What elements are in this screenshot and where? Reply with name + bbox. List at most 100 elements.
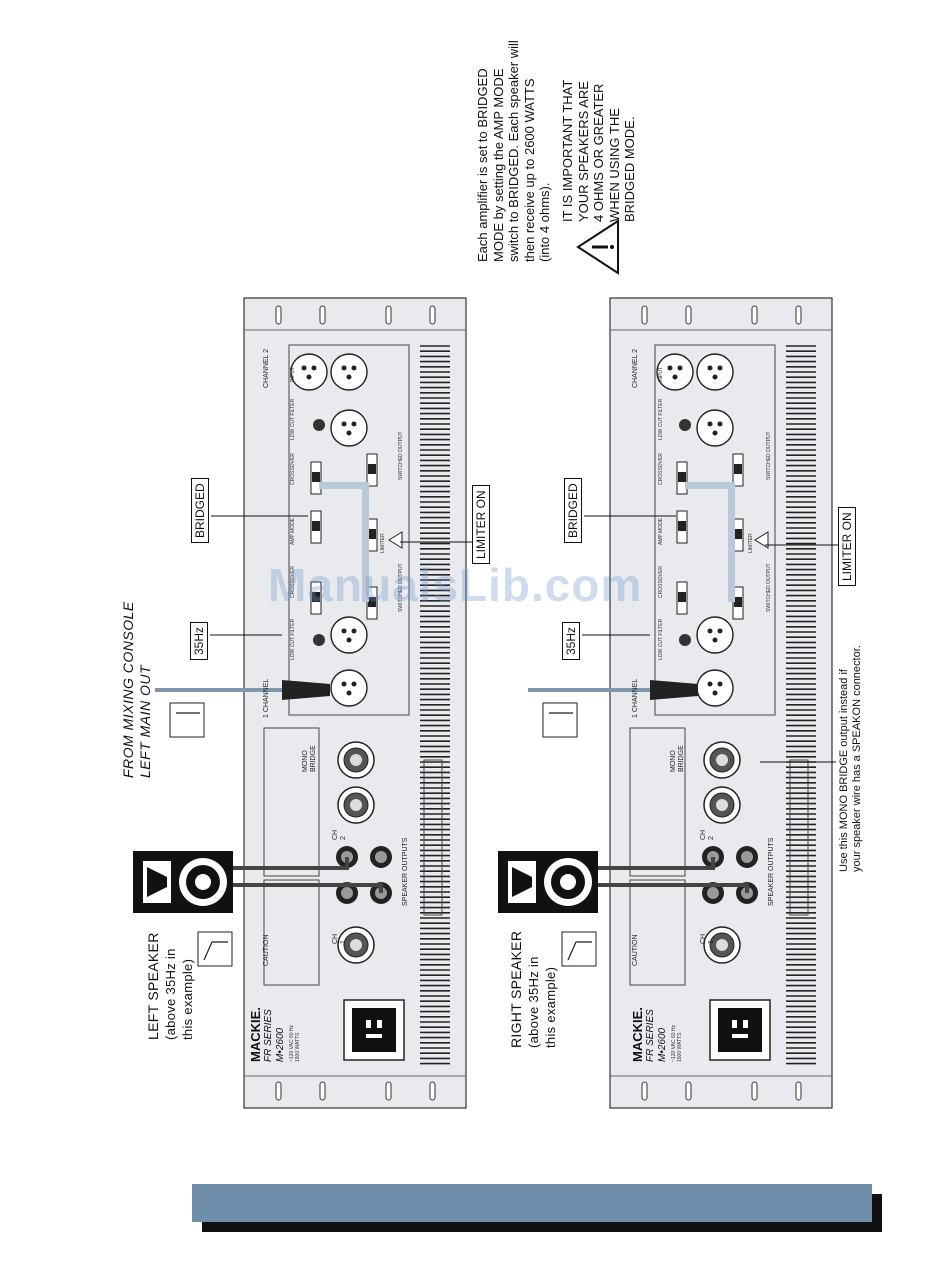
amp1-xlr-jack-3: [330, 616, 368, 654]
amp2-xlr-pin-a-0: [707, 365, 713, 371]
amp1-rack-hole-bottom-0: [275, 1081, 282, 1101]
source-label: FROM MIXING CONSOLE LEFT MAIN OUT: [120, 601, 153, 778]
amp1-switch-lever-2: [312, 521, 320, 531]
amp2-switch-lever-4: [734, 597, 742, 607]
left-speaker-cable-wire-a: [233, 857, 349, 870]
amp2-input: INPUT: [658, 367, 664, 382]
left-speaker-filter-icon-frame: [197, 931, 233, 967]
amp2-rack-hole-top-0: [641, 305, 648, 325]
amp2-model: M•2600: [657, 1027, 668, 1062]
callout-bridged-2: BRIDGED: [564, 478, 583, 543]
amp2-xlr-pin-c-2: [712, 430, 718, 436]
callout-limiter-1: LIMITER ON: [472, 485, 491, 564]
amp1-speakon-core-0: [350, 939, 362, 951]
amp2-caution-panel: [629, 879, 686, 986]
amp1-speakon-core-2: [350, 754, 362, 766]
amp1-series: FR SERIES: [263, 1009, 274, 1062]
amp2-xlr-pin-c-4: [712, 690, 718, 696]
amp1-amp-mode: AMP MODE: [290, 517, 296, 545]
amp1-lowcut-1: LOW CUT FILTER: [290, 618, 296, 660]
amp1-channel-section: [288, 344, 410, 716]
amp1-mono-bridge: MONO BRIDGE: [302, 745, 318, 772]
amp1-xlr-pin-a-2: [341, 421, 347, 427]
amp2-xlr-pin-b-3: [717, 628, 723, 634]
amp1-xlr-jack-2: [330, 409, 368, 447]
amp1-ch2: CH 2: [332, 829, 348, 840]
amp1-rack-hole-bottom-2: [385, 1081, 392, 1101]
amp1-power: ~120 VAC 60 Hz 1500 WATTS: [289, 1024, 301, 1062]
amp2-xlr-pin-b-1: [677, 365, 683, 371]
amp2-switch-lever-2: [678, 521, 686, 531]
amp1-xlr-jack-1: [290, 353, 328, 391]
amp1-limiter: LIMITER: [380, 533, 386, 553]
amp2-rack-hole-top-3: [795, 305, 802, 325]
amp2-xlr-pin-b-0: [717, 365, 723, 371]
amp1-inlet-pin-1: [366, 1020, 371, 1028]
amp2-xlr-jack-3: [696, 616, 734, 654]
right-speaker-cable-wire-a: [598, 857, 715, 870]
amp1-binding-post-cap-1: [341, 887, 353, 899]
amp1-caution-panel: [263, 879, 320, 986]
amp2-rack-hole-bottom-3: [795, 1081, 802, 1101]
amp2-caution: CAUTION: [632, 934, 639, 967]
amp1-xlr-pin-b-4: [351, 681, 357, 687]
amp2-rack-hole-bottom-1: [685, 1081, 692, 1101]
amp1-xlr-pin-b-3: [351, 628, 357, 634]
amp1-xlr-pin-a-4: [341, 681, 347, 687]
amp1-xlr-jack-0: [330, 353, 368, 391]
amp2-switched-output-1: SWITCHED OUTPUT: [766, 563, 772, 612]
amp1-crossover-2: CROSSOVER: [290, 453, 296, 485]
right-speaker-horn-throat: [512, 867, 532, 897]
amp2-rack-hole-top-1: [685, 305, 692, 325]
amp2-switched-output-2: SWITCHED OUTPUT: [766, 431, 772, 480]
console-filter-icon-1-frame: [169, 702, 205, 738]
amp1-switch-lever-0: [312, 472, 320, 482]
amp2-switch-lever-1: [678, 592, 686, 602]
amp1-inlet-pin-2: [377, 1020, 382, 1028]
note-bridged-mode: Each amplifier is set to BRIDGED MODE by…: [475, 40, 553, 262]
amp1-xlr-pin-a-1: [301, 365, 307, 371]
amp1-switched-output-2: SWITCHED OUTPUT: [398, 431, 404, 480]
amp2-xlr-pin-b-2: [717, 421, 723, 427]
amp2-binding-post-cap-1: [707, 887, 719, 899]
amp1-xlr-pin-a-3: [341, 628, 347, 634]
amp1-caution: CAUTION: [263, 934, 270, 967]
amp1-switch-lever-3: [368, 464, 376, 474]
amp2-speakon-core-0: [716, 939, 728, 951]
amp2-speaker-outputs: SPEAKER OUTPUTS: [768, 837, 775, 906]
left-speaker-label: LEFT SPEAKER (above 35Hz in this example…: [145, 932, 195, 1040]
mono-bridge-note: Use this MONO BRIDGE output instead if y…: [838, 645, 864, 872]
amp2-crossover-1: CROSSOVER: [658, 566, 664, 598]
amp2-inlet-pin-2: [743, 1020, 748, 1028]
amp1-xlr-jack-4: [330, 669, 368, 707]
amp1-xlr-pin-b-2: [351, 421, 357, 427]
amp2-xlr-pin-a-4: [707, 681, 713, 687]
amp2-bridge-link-b: [728, 482, 735, 602]
amp2-limiter-led: [754, 531, 769, 549]
amp2-serial-panel: [629, 727, 686, 877]
amp2-power-inlet-face: [718, 1008, 762, 1052]
amp2-power: ~120 VAC 60 Hz 1500 WATTS: [671, 1024, 683, 1062]
amp2-inlet-ground: [732, 1034, 748, 1038]
amp1-xlr-pin-c-4: [346, 690, 352, 696]
amp2-channel2: CHANNEL 2: [632, 348, 639, 388]
amp1-rack-hole-top-0: [275, 305, 282, 325]
amp1-limiter-led: [388, 531, 403, 549]
amp1-xlr-pin-b-1: [311, 365, 317, 371]
amp2-lowcut-1: LOW CUT FILTER: [658, 618, 664, 660]
amp1-speaker-outputs: SPEAKER OUTPUTS: [402, 837, 409, 906]
input-plug-2: [650, 680, 698, 700]
right-speaker-woofer-dust-cap: [560, 874, 576, 890]
amp1-xlr-pin-c-0: [346, 374, 352, 380]
amp2-speakon-core-1: [716, 799, 728, 811]
amp1-xlr-pin-c-1: [306, 374, 312, 380]
amp2-series: FR SERIES: [645, 1009, 656, 1062]
amp1-xlr-pin-c-3: [346, 637, 352, 643]
amp1-inlet-ground: [366, 1034, 382, 1038]
amp1-rack-hole-top-3: [429, 305, 436, 325]
amp2-crossover-2: CROSSOVER: [658, 453, 664, 485]
callout-35hz-1: 35Hz: [190, 621, 209, 660]
amp1-lowcut-knob-1: [313, 634, 325, 646]
